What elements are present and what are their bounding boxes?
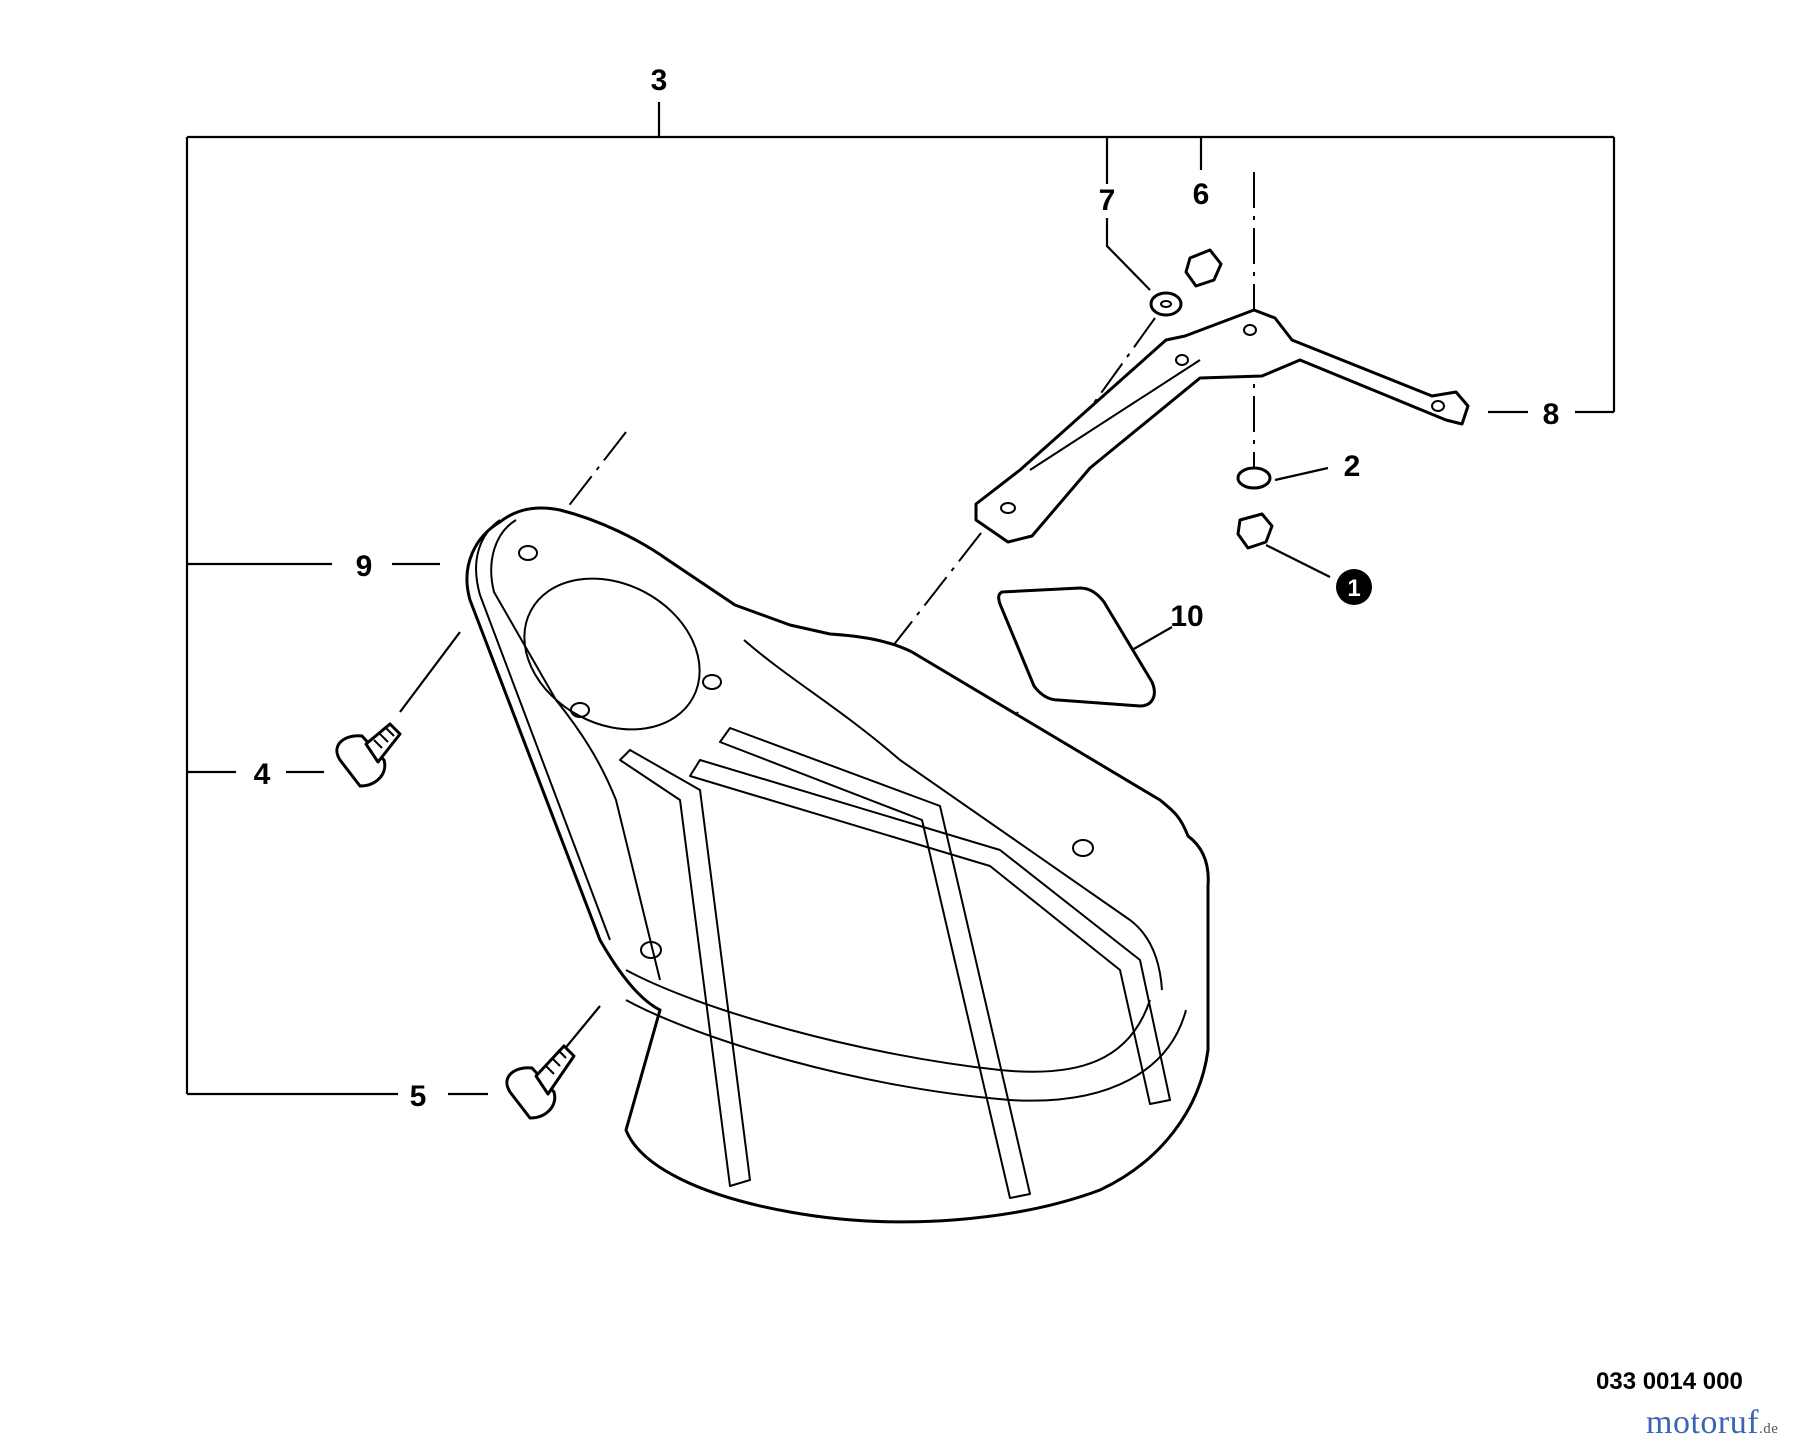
watermark-name: motoruf [1646,1404,1760,1441]
callout-3: 3 [651,64,668,97]
callouts: 3 7 6 8 2 1 10 9 4 5 [254,64,1560,1113]
callout-10: 10 [1170,600,1203,633]
callout-8: 8 [1543,398,1560,431]
bolt-part-4 [335,722,402,788]
callout-5: 5 [410,1080,427,1113]
washer-part-7 [1149,291,1183,317]
nut-part-1 [1236,512,1274,550]
bolt-part-5 [505,1044,576,1120]
label-plate-part [997,586,1156,708]
callout-6: 6 [1193,178,1210,211]
assembly-bracket-lines [185,102,1616,1096]
watermark-tld: .de [1759,1421,1779,1437]
callout-1-badge [1336,569,1372,605]
support-bar-part [974,308,1470,544]
hardware-parts [335,248,1274,1120]
callout-7: 7 [1099,184,1116,217]
diagram-code: 033 0014 000 [1596,1368,1743,1395]
callout-2: 2 [1344,450,1361,483]
nut-part-6 [1184,248,1223,288]
watermark-logo: motoruf.de [1646,1404,1778,1442]
blade-guard-part [465,506,1210,1224]
callout-9: 9 [356,550,373,583]
washer-part-2 [1236,466,1272,490]
callout-1: 1 [1347,575,1360,602]
callout-4: 4 [254,758,271,791]
